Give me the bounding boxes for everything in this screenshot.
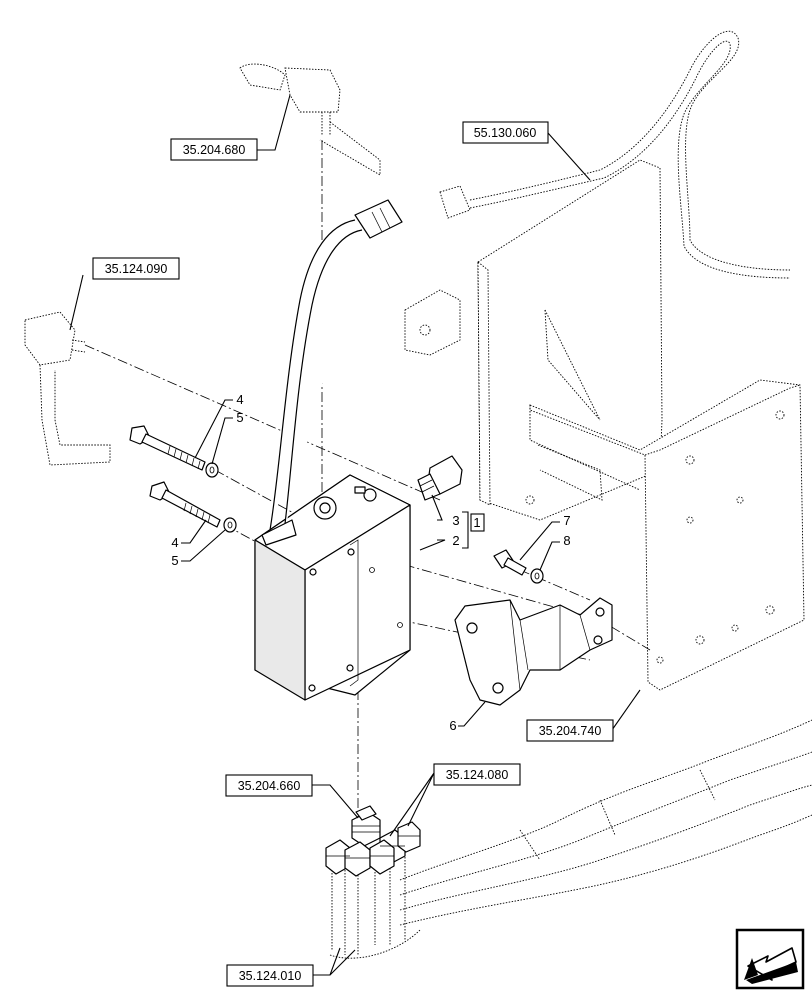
reference-label-35-124-090[interactable]: 35.124.090: [92, 257, 180, 280]
previous-page-arrow-icon[interactable]: [735, 928, 805, 990]
plug-fitting: [417, 455, 463, 501]
reference-label-35-124-010[interactable]: 35.124.010: [226, 964, 314, 987]
callout-bracket: 6: [449, 718, 456, 733]
svg-text:35.204.740: 35.204.740: [539, 724, 602, 738]
bolt-lower: [149, 481, 221, 528]
callout-screw-washer: 8: [563, 533, 570, 548]
svg-text:35.124.090: 35.124.090: [105, 262, 168, 276]
ghost-context-parts: [24, 30, 812, 959]
callout-plug: 3: [452, 513, 459, 528]
svg-text:55.130.060: 55.130.060: [474, 126, 537, 140]
solenoid-cable: [261, 199, 403, 546]
reference-label-35-124-080[interactable]: 35.124.080: [433, 763, 521, 786]
valve-block: [254, 474, 411, 701]
item-callouts: 4 5 4 5 3 1 2 7 8 6: [171, 392, 570, 733]
bolt-upper: [129, 425, 206, 471]
washer-lower: [223, 517, 237, 533]
reference-label-35-204-740[interactable]: 35.204.740: [526, 719, 614, 742]
leader-lines: [69, 94, 641, 976]
callout-valve-block: 2: [452, 533, 459, 548]
screw: [493, 549, 527, 576]
callout-washer-lower: 5: [171, 553, 178, 568]
reference-label-35-204-680[interactable]: 35.204.680: [170, 138, 258, 161]
reference-label-35-204-660[interactable]: 35.204.660: [225, 774, 313, 797]
mounting-bracket: [454, 597, 613, 706]
callout-screw: 7: [563, 513, 570, 528]
callout-washer-upper: 5: [236, 410, 243, 425]
callout-bolt-lower: 4: [171, 535, 178, 550]
svg-text:35.204.680: 35.204.680: [183, 143, 246, 157]
svg-text:35.124.010: 35.124.010: [239, 969, 302, 983]
screw-washer: [530, 568, 544, 584]
hydraulic-fittings: [325, 805, 421, 877]
callout-bolt-upper: 4: [236, 392, 243, 407]
svg-text:35.124.080: 35.124.080: [446, 768, 509, 782]
callout-kit-box: [470, 513, 485, 532]
reference-label-55-130-060[interactable]: 55.130.060: [462, 121, 549, 144]
callout-kit: 1: [473, 515, 480, 530]
svg-text:35.204.660: 35.204.660: [238, 779, 301, 793]
washer-upper: [205, 462, 219, 478]
